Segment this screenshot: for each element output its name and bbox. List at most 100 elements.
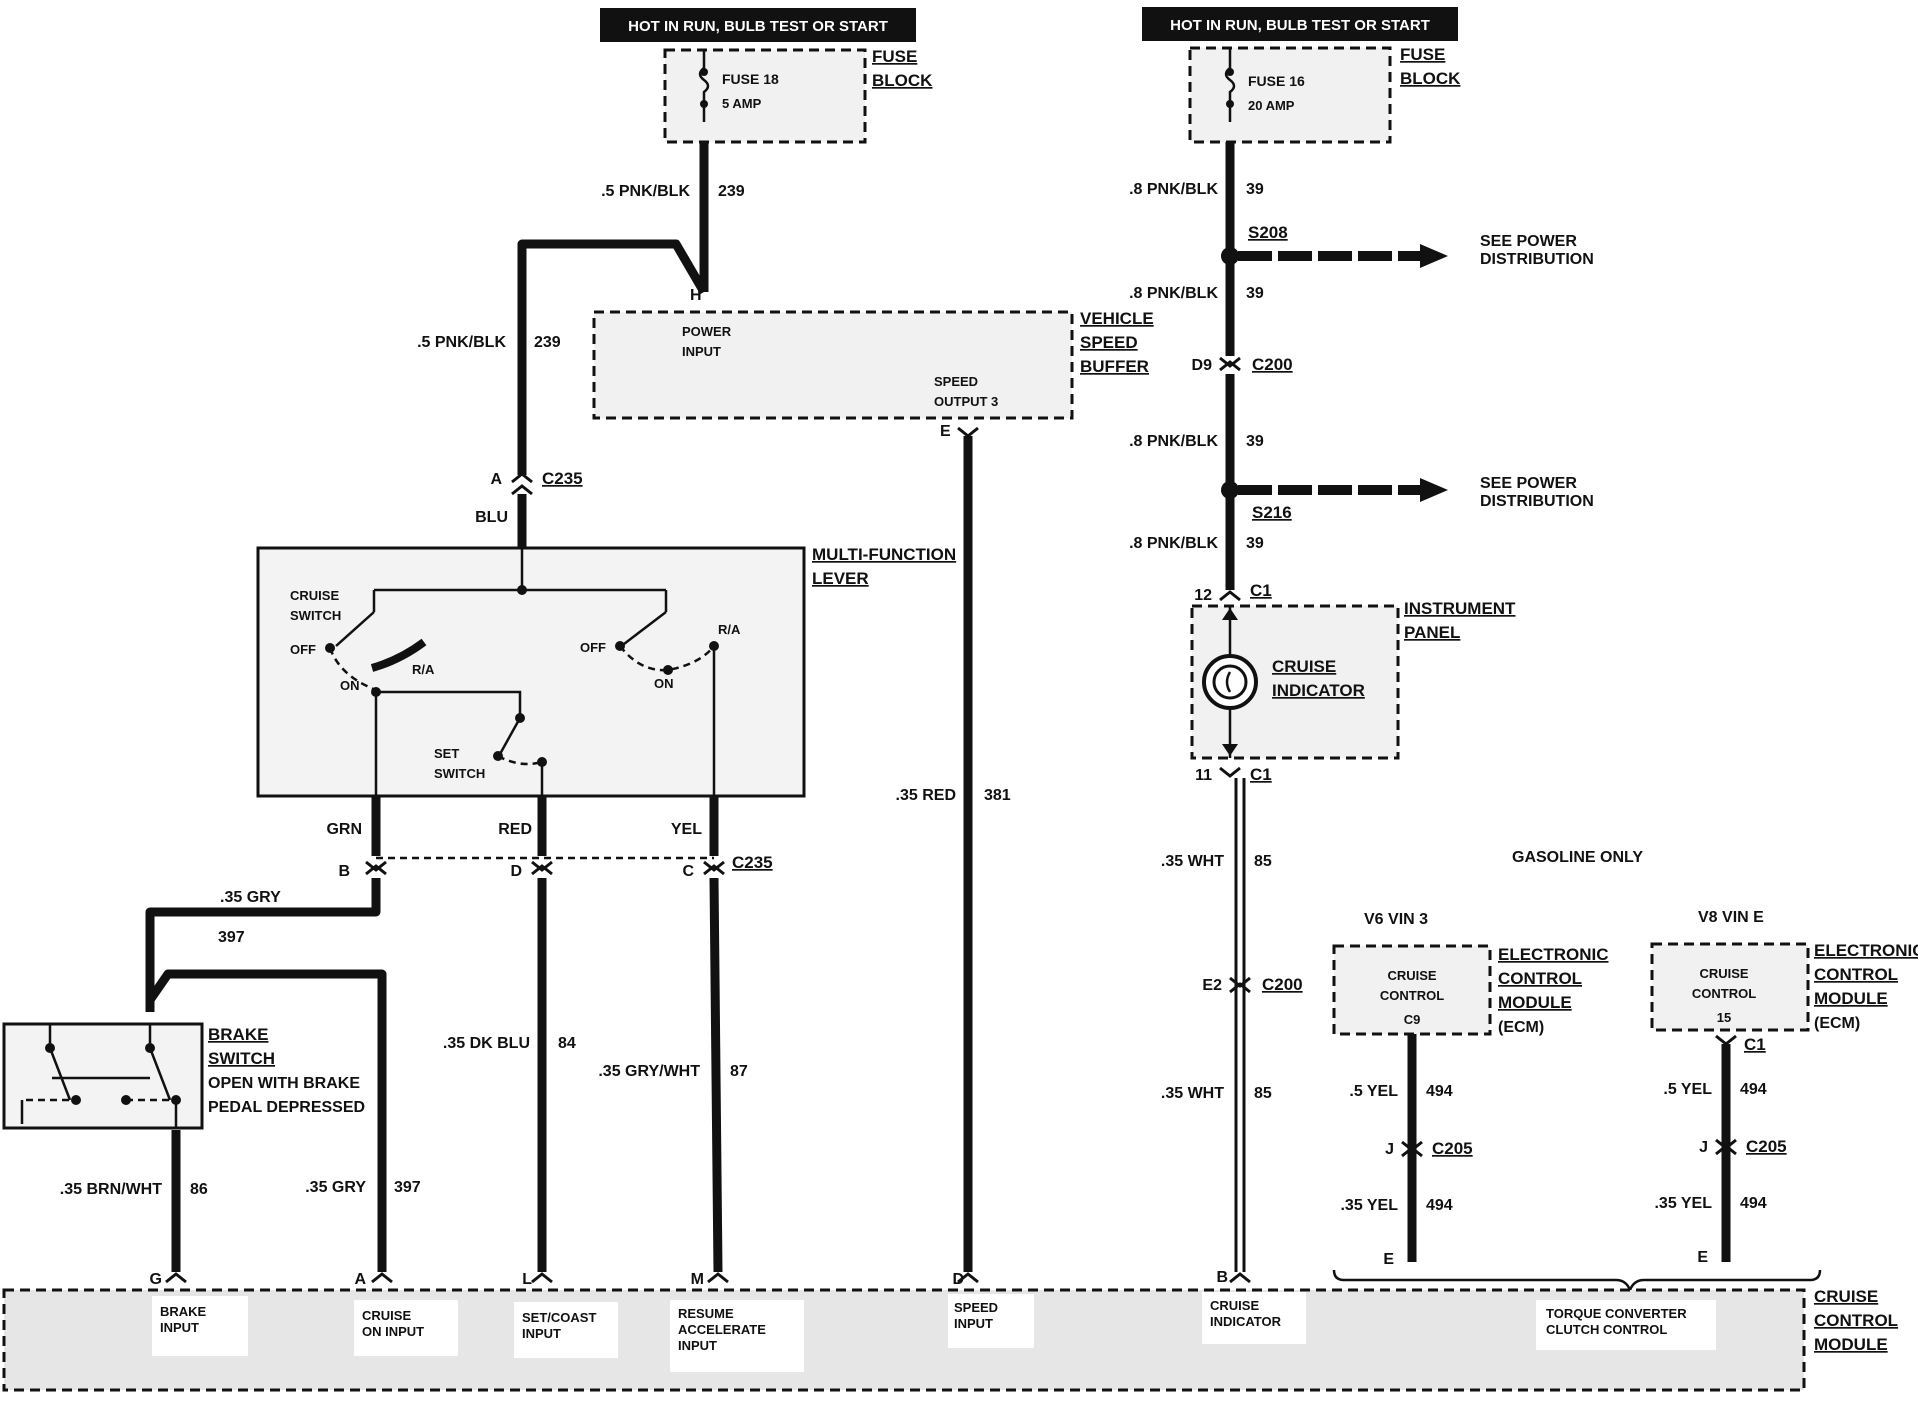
wire-239-branch bbox=[517, 239, 708, 475]
vsb-power-input-2: INPUT bbox=[682, 344, 721, 359]
connector-c235-pin-c: C bbox=[682, 863, 694, 880]
ccm-resume-input-2: ACCELERATE bbox=[678, 1322, 766, 1337]
vsb-power-input-1: POWER bbox=[682, 324, 732, 339]
mfl-set-switch-1: SET bbox=[434, 746, 459, 761]
mfl-set-switch-2: SWITCH bbox=[434, 766, 485, 781]
ecm-right-label-4: (ECM) bbox=[1814, 1015, 1860, 1032]
ecm-v6-vin3: V6 VIN 3 CRUISE CONTROL C9 ELECTRONIC CO… bbox=[1332, 911, 1609, 1036]
wire-239-top-gauge: .5 PNK/BLK bbox=[601, 183, 690, 200]
connector-c200-bottom-icon bbox=[1229, 976, 1251, 994]
ecm-v8-vine: V8 VIN E CRUISE CONTROL 15 ELECTRONIC CO… bbox=[1650, 909, 1918, 1032]
wire-494-l1-circuit: 494 bbox=[1426, 1083, 1453, 1100]
ccm-label-1: CRUISE bbox=[1814, 1287, 1878, 1306]
connector-c200-top-icon bbox=[1219, 356, 1241, 372]
cruise-control-module-box bbox=[2, 1288, 1806, 1392]
wire-494-l2-circuit: 494 bbox=[1426, 1197, 1453, 1214]
mfl-left-ra-contact bbox=[370, 638, 427, 672]
connector-c235-pin-d: D bbox=[510, 863, 522, 880]
connector-vsb-e-icon bbox=[957, 426, 979, 438]
mfl-off-right: OFF bbox=[580, 640, 606, 655]
connector-c235-bottom-icon bbox=[365, 860, 725, 876]
wire-381-gauge: .35 RED bbox=[896, 787, 956, 804]
right-fuse-rating: 20 AMP bbox=[1248, 98, 1295, 113]
ecm-left-inner-1: CRUISE bbox=[1387, 968, 1436, 983]
right-fuse-block bbox=[1188, 46, 1392, 144]
ccm-cruise-indicator-1: CRUISE bbox=[1210, 1298, 1259, 1313]
wire-39-1-gauge: .8 PNK/BLK bbox=[1129, 181, 1218, 198]
splice-s216-icon bbox=[1221, 481, 1239, 499]
ecm-left-box bbox=[1332, 944, 1492, 1036]
mfl-right-switch-blade bbox=[623, 611, 667, 645]
mfl-ra-left: R/A bbox=[412, 662, 435, 677]
right-hot-header: HOT IN RUN, BULB TEST OR START bbox=[1170, 17, 1430, 34]
ecm-left-label-2: CONTROL bbox=[1498, 969, 1582, 988]
vehicle-speed-buffer-box bbox=[592, 310, 1074, 420]
connector-c205-left-pin: J bbox=[1385, 1141, 1394, 1158]
wire-red-label: RED bbox=[498, 821, 532, 838]
wire-494-l1-gauge: .5 YEL bbox=[1349, 1083, 1398, 1100]
vsb-pin-e: E bbox=[940, 423, 951, 440]
ccm-set-coast-input-2: INPUT bbox=[522, 1326, 561, 1341]
wire-381-circuit: 381 bbox=[984, 787, 1011, 804]
ccm-pin-m: M bbox=[691, 1271, 704, 1288]
brake-switch-contacts-icon bbox=[48, 1024, 172, 1101]
wire-87 bbox=[709, 877, 723, 1273]
wire-494-r1-gauge: .5 YEL bbox=[1663, 1081, 1712, 1098]
ecm-left-pin-e: E bbox=[1383, 1251, 1394, 1268]
ecm-right-label-1: ELECTRONIC bbox=[1814, 941, 1918, 960]
see-power-1-line-2: DISTRIBUTION bbox=[1480, 251, 1594, 268]
vsb-speed-output-1: SPEED bbox=[934, 374, 978, 389]
ccm-pin-d: D bbox=[952, 1271, 964, 1288]
wire-397-top-circuit: 397 bbox=[218, 929, 245, 946]
wire-87-circuit: 87 bbox=[730, 1063, 748, 1080]
connector-c1-top-icon bbox=[1219, 590, 1241, 602]
ecm-right-title: V8 VIN E bbox=[1698, 909, 1764, 926]
brake-switch-label-2: SWITCH bbox=[208, 1049, 275, 1068]
brake-switch-label-1: BRAKE bbox=[208, 1025, 268, 1044]
wire-86-gauge: .35 BRN/WHT bbox=[60, 1181, 162, 1198]
left-fuse-rating: 5 AMP bbox=[722, 96, 762, 111]
left-power-source: HOT IN RUN, BULB TEST OR START FUSE 18 5… bbox=[600, 8, 933, 144]
wire-239-mid-circuit: 239 bbox=[534, 334, 561, 351]
ccm-brake-input-1: BRAKE bbox=[160, 1304, 207, 1319]
wire-85-top-circuit: 85 bbox=[1254, 853, 1272, 870]
gasoline-only-label: GASOLINE ONLY bbox=[1512, 849, 1643, 866]
left-hot-header-bg bbox=[600, 8, 916, 42]
vsb-label-2: SPEED bbox=[1080, 333, 1138, 352]
multi-function-lever-box bbox=[256, 546, 806, 798]
wire-85-bottom-gauge: .35 WHT bbox=[1161, 1085, 1224, 1102]
connector-ecm-right-c1-icon bbox=[1715, 1034, 1737, 1046]
splice-s208-icon bbox=[1221, 247, 1239, 265]
s216-arrow-icon bbox=[1420, 478, 1448, 502]
wire-239-top-circuit: 239 bbox=[718, 183, 745, 200]
instrument-panel-label-1: INSTRUMENT bbox=[1404, 599, 1516, 618]
left-fuse-name: FUSE 18 bbox=[722, 71, 779, 87]
wire-239-mid-gauge: .5 PNK/BLK bbox=[417, 334, 506, 351]
ccm-set-coast-input-1: SET/COAST bbox=[522, 1310, 596, 1325]
vsb-speed-output-2: OUTPUT 3 bbox=[934, 394, 998, 409]
mfl-left-switch-blade bbox=[335, 611, 375, 647]
ccm-brake-input-2: INPUT bbox=[160, 1320, 199, 1335]
splice-s208-label: S208 bbox=[1248, 223, 1288, 242]
vsb-label-1: VEHICLE bbox=[1080, 309, 1154, 328]
ecm-left-title: V6 VIN 3 bbox=[1364, 911, 1428, 928]
wire-86-circuit: 86 bbox=[190, 1181, 208, 1198]
splice-s216-label: S216 bbox=[1252, 503, 1292, 522]
see-power-2-line-1: SEE POWER bbox=[1480, 475, 1577, 492]
ccm-cruise-on-input-2: ON INPUT bbox=[362, 1324, 424, 1339]
ccm-tcc-2: CLUTCH CONTROL bbox=[1546, 1322, 1667, 1337]
vehicle-speed-buffer: H POWER INPUT SPEED OUTPUT 3 VEHICLE SPE… bbox=[592, 287, 1154, 440]
ecm-right-pin-e: E bbox=[1697, 1249, 1708, 1266]
ecm-left-label-1: ELECTRONIC bbox=[1498, 945, 1609, 964]
connector-c200-pin-e2: E2 bbox=[1202, 977, 1222, 994]
connector-c235-top-label: C235 bbox=[542, 469, 583, 488]
ecm-right-inner-1: CRUISE bbox=[1699, 966, 1748, 981]
wire-397-bottom bbox=[146, 969, 387, 1272]
cruise-indicator-bulb-icon bbox=[1202, 654, 1258, 710]
connector-c205-right-label: C205 bbox=[1746, 1137, 1787, 1156]
cruise-indicator-label-2: INDICATOR bbox=[1272, 681, 1365, 700]
ip-pin-top: 12 bbox=[1194, 587, 1212, 604]
ccm-pin-b: B bbox=[1216, 1269, 1228, 1286]
vsb-label-3: BUFFER bbox=[1080, 357, 1149, 376]
